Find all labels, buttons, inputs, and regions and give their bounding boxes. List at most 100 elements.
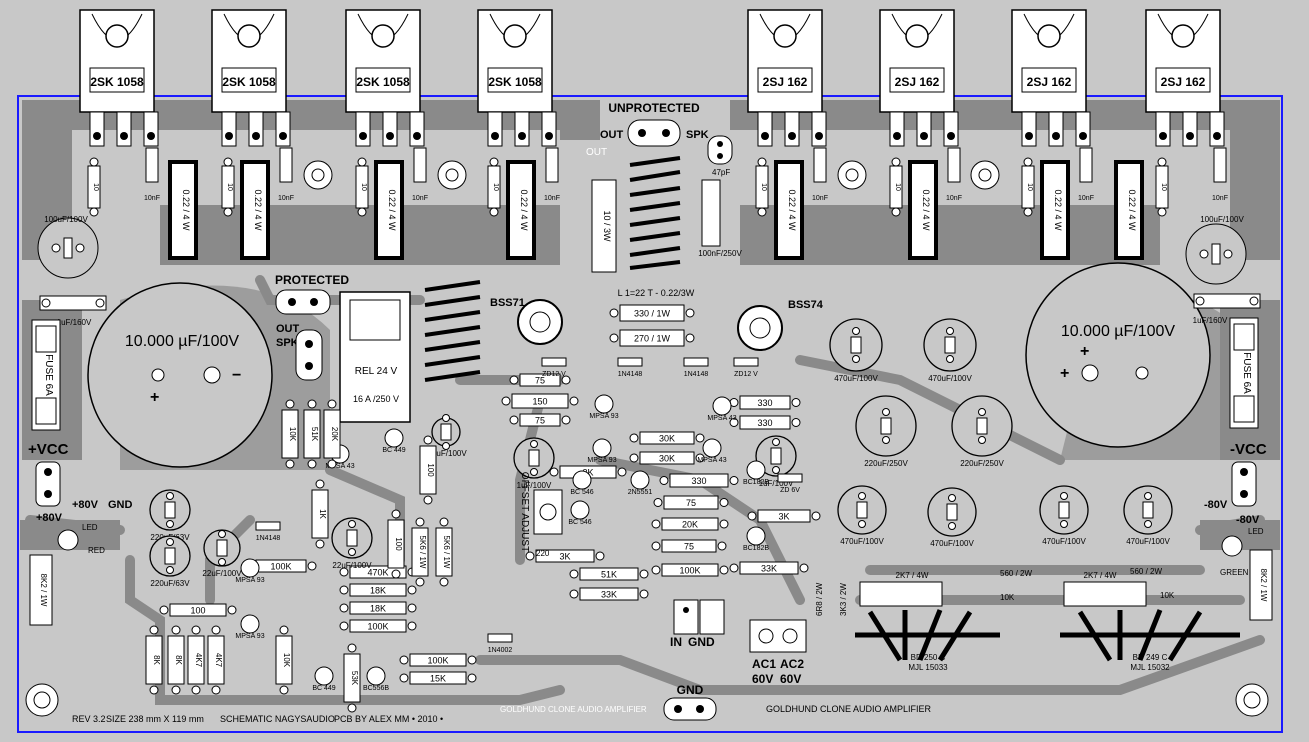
relay-label: REL 24 V [355,366,398,377]
small-transistor-label: BC 546 [568,519,591,526]
res-8k2-left-label: 8K2 / 1W [39,574,48,607]
resistor-v-label: 10K [282,653,291,668]
pot-220-label: 220 [536,549,550,558]
small-transistor-label: MPSA 93 [235,577,264,584]
source-resistor-2: 0.22 / 4 W [240,160,270,260]
cap-10nf-label: 10nF [812,195,828,202]
gnd-left-label: GND [108,499,133,511]
cap-big-right-label: 10.000 µF/100V [1061,323,1176,340]
resistor-28: 15K [399,671,477,685]
source-resistor-label: 0.22 / 4 W [1053,189,1063,231]
resistor-4: 150 [501,393,579,409]
cap-10nf-label: 10nF [144,195,160,202]
cap-1uf-right: 1uF/160V [1193,293,1261,325]
svg-text:2SK 1058: 2SK 1058 [488,75,542,89]
resistor-12: 75 [653,495,729,510]
mjl15033-label: MJL 15033 [908,663,948,672]
res-8k2-right: 8K2 / 1W [1249,549,1273,621]
svg-text:2SK 1058: 2SK 1058 [90,75,144,89]
small-transistor-13: MPSA 93 [235,614,265,640]
source-resistor-4: 0.22 / 4 W [506,160,536,260]
diode-label: 1N4148 [618,371,643,378]
svg-text:+: + [1080,343,1089,360]
resistor-label: 100 [190,606,205,616]
resistor-v-label: 8K [152,655,161,665]
resistor-v-6: 8K [167,625,185,695]
source-resistor-1: 0.22 / 4 W [168,160,198,260]
res-2k7-a-label: 2K7 / 4W [896,571,929,580]
diode-label: ZD 6V [780,487,800,494]
cap-100nf-250: 100nF/250V [698,179,742,258]
resistor-9: 30K [629,451,705,465]
svg-text:2SK 1058: 2SK 1058 [356,75,410,89]
offset-adjust-label: OFFSET ADJUST [519,472,530,552]
diode-label: 1N4002 [488,647,513,654]
vcc-neg-connector: -VCC [1230,441,1267,507]
cap-big-left-label: 10.000 µF/100V [125,333,240,350]
resistor-label: 150 [532,397,547,407]
led-left-label: LED [82,523,98,532]
res-10k-a-label: 10K [1000,593,1015,602]
gate-resistor-label: 10 [492,183,499,191]
svg-text:−: − [232,367,241,384]
resistor-v-12: 100 [387,509,405,579]
source-resistors: 0.22 / 4 W 0.22 / 4 W 0.22 / 4 W 0.22 / 4 W… [168,160,1144,260]
spk-connector [707,135,733,165]
cap-100uf-left-label: 100uF/100V [44,215,88,224]
res-10-3w: 10 / 3W [591,179,617,273]
gate-resistors: 1010nF1010nF1010nF1010nF1010nF1010nF1010… [87,147,1228,217]
v80-pos2-label: +80V [36,512,63,524]
electrolytic-cap-4: 220uF/250V [951,395,1013,468]
resistor-label: 100K [367,622,388,632]
resistor-6: 330 [729,395,801,410]
resistor-v-8: 4K7 [207,625,225,695]
fuse-left: FUSE 6A [31,319,61,431]
diode-label: 1N4148 [256,535,281,542]
cap-1uf-left: 1uF/160V [39,295,107,327]
resistor-label: 30K [659,434,675,444]
electrolytic-cap-13: 22uF/100V [202,529,242,578]
cap-100uf-right: 100uF/100V [1185,215,1247,285]
heatsink-bd249 [1060,609,1240,662]
resistor-18: 100K [651,563,729,577]
gnd-bottom-connector [663,697,717,721]
diode-2: 1N4148 [683,357,709,378]
mounting-hole-bl [25,683,59,717]
mosfet-2sk1058-2: 2SK 1058 [211,9,291,147]
resistor-label: 30K [659,454,675,464]
cap-10nf-2: 10nF [278,147,294,202]
ac2-label: AC2 [780,657,804,671]
size-label: SIZE 238 mm X 119 mm [106,714,204,724]
diode-1: 1N4148 [617,357,643,378]
source-resistor-label: 0.22 / 4 W [519,189,529,231]
vcc-neg-label: -VCC [1230,441,1267,458]
thermal-pads [303,160,1000,190]
mounting-holes [25,683,1269,717]
resistor-v-label: 10K [288,427,297,442]
v80-neg-label: -80V [1204,499,1228,511]
small-transistor-label: MPSA 93 [235,633,264,640]
res-10-3w-label: 10 / 3W [602,210,612,242]
svg-text:+: + [1060,365,1069,382]
resistor-v-label: 4K7 [214,653,223,668]
mosfet-2sk1058-1: 2SK 1058 [79,9,159,147]
ac1-label: AC1 [752,657,776,671]
bss74-transistor: BSS74 [737,299,824,351]
electrolytic-cap-label: 1uF/100V [759,479,794,488]
res-3k3-label: 3K3 / 2W [839,583,848,616]
electrolytic-cap-9: 1uF/100V [513,437,555,490]
electrolytic-cap-3: 220uF/250V [855,395,917,468]
svg-text:2SJ 162: 2SJ 162 [895,75,940,89]
resistor-v-label: 8K [174,655,183,665]
resistor-label: 100K [427,656,448,666]
gate-resistor-3: 10 [355,157,369,217]
resistor-label: 3K [778,512,789,522]
gate-resistor-7: 10 [1021,157,1035,217]
svg-text:2SJ 162: 2SJ 162 [1161,75,1206,89]
mjl15032-label: MJL 15032 [1130,663,1170,672]
svg-text:2SK 1058: 2SK 1058 [222,75,276,89]
res-6r8-label: 6R8 / 2W [815,582,824,616]
